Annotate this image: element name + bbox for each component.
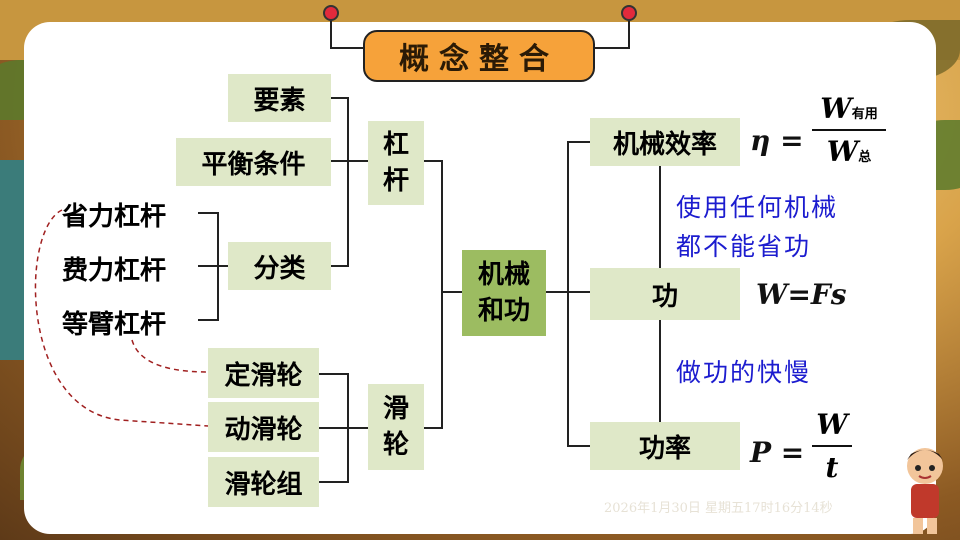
node-huadinglun: 定滑轮 bbox=[208, 348, 319, 398]
eta-den-sub: 总 bbox=[858, 150, 872, 165]
node-yaosu: 要素 bbox=[228, 74, 331, 122]
node-ganggan-char2: 杆 bbox=[382, 166, 409, 196]
formula-eta-numerator: W有用 bbox=[820, 92, 877, 125]
eta-den-w: W bbox=[826, 135, 859, 168]
title-pin-right bbox=[621, 5, 637, 21]
formula-work: W=Fs bbox=[756, 278, 847, 311]
node-ganggan-char1: 杠 bbox=[382, 130, 409, 160]
lever-type-saving: 省力杠杆 bbox=[62, 202, 167, 232]
formula-power-fraction: W t bbox=[812, 408, 852, 484]
node-work: 功 bbox=[590, 268, 740, 320]
node-center-line2: 和功 bbox=[477, 296, 530, 326]
formula-eta-denominator: W总 bbox=[827, 135, 871, 168]
node-dongzhalun: 动滑轮 bbox=[208, 402, 319, 452]
formula-power-numerator: W bbox=[816, 408, 848, 441]
node-ganggan: 杠 杆 bbox=[368, 121, 424, 205]
node-hualun-char1: 滑 bbox=[382, 394, 409, 424]
node-center-line1: 机械 bbox=[477, 260, 530, 290]
formula-eta-symbol: η = bbox=[750, 124, 804, 157]
mascot-character-icon bbox=[907, 448, 943, 534]
note-no-saving-line1: 使用任何机械 bbox=[676, 193, 839, 222]
timestamp: 2026年1月30日 星期五17时16分14秒 bbox=[604, 501, 833, 516]
lever-type-costing: 费力杠杆 bbox=[62, 256, 167, 286]
eta-num-w: W bbox=[820, 92, 852, 125]
node-center: 机械 和功 bbox=[462, 250, 546, 336]
node-hualun: 滑 轮 bbox=[368, 384, 424, 470]
formula-power-denominator: t bbox=[825, 451, 839, 484]
node-pingheng: 平衡条件 bbox=[176, 138, 331, 186]
note-no-saving-line2: 都不能省功 bbox=[676, 232, 812, 261]
formula-power-symbol: P = bbox=[750, 436, 805, 469]
fraction-bar bbox=[812, 129, 886, 131]
lever-type-equal: 等臂杠杆 bbox=[62, 310, 167, 340]
node-hualunzu: 滑轮组 bbox=[208, 457, 319, 507]
page-title: 概念整合 bbox=[363, 30, 595, 82]
node-fenlei: 分类 bbox=[228, 242, 331, 290]
node-hualun-char2: 轮 bbox=[382, 430, 409, 460]
node-efficiency: 机械效率 bbox=[590, 118, 740, 166]
eta-num-sub: 有用 bbox=[851, 107, 878, 122]
title-pin-left bbox=[323, 5, 339, 21]
fraction-bar bbox=[812, 445, 852, 447]
formula-eta-fraction: W有用 W总 bbox=[812, 92, 886, 168]
node-power: 功率 bbox=[590, 422, 740, 470]
note-speed: 做功的快慢 bbox=[676, 358, 812, 387]
